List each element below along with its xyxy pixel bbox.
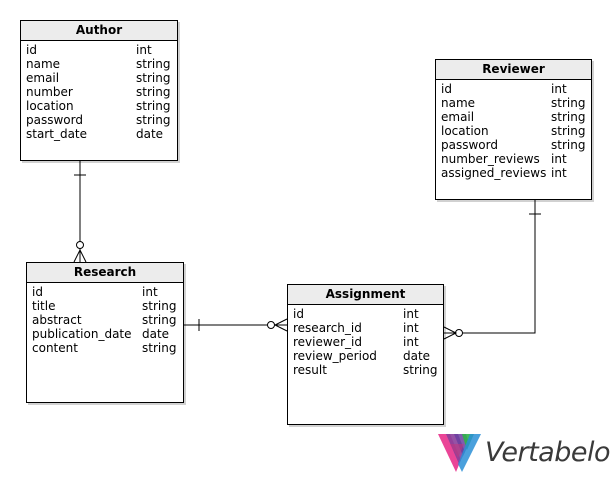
field-row: password string [441, 138, 586, 152]
field-type: string [142, 341, 177, 355]
field-type: string [136, 113, 171, 127]
entity-fields: id int title string abstract string publica… [27, 283, 183, 355]
field-name: email [26, 71, 60, 85]
field-row: start_date date [26, 127, 172, 141]
field-type: string [142, 313, 177, 327]
vertabelo-logo: Vertabelo [436, 432, 611, 476]
field-type: int [403, 335, 419, 349]
field-type: int [403, 307, 419, 321]
many-marker-assignment-left [273, 318, 288, 332]
field-name: id [26, 43, 37, 57]
field-name: name [26, 57, 61, 71]
field-type: string [136, 99, 171, 113]
field-type: int [551, 166, 567, 180]
entity-title: Assignment [288, 285, 443, 305]
field-type: string [551, 138, 586, 152]
entity-fields: id int name string email string number strin… [21, 41, 177, 141]
field-name: result [293, 363, 327, 377]
field-row: result string [293, 363, 438, 377]
entity-fields: id int name string email string location str… [436, 80, 591, 180]
field-name: password [26, 113, 83, 127]
field-row: reviewer_id int [293, 335, 438, 349]
entity-title: Author [21, 21, 177, 41]
field-row: publication_date date [32, 327, 178, 341]
vertabelo-logo-icon [438, 434, 481, 472]
field-row: name string [26, 57, 172, 71]
zero-marker-assignment-right [455, 329, 463, 337]
field-type: string [551, 124, 586, 138]
field-name: location [441, 124, 489, 138]
field-row: location string [441, 124, 586, 138]
many-marker-assignment-right [443, 326, 458, 340]
relationship-reviewer-assignment [444, 199, 536, 334]
field-row: content string [32, 341, 178, 355]
field-row: title string [32, 299, 178, 313]
field-name: content [32, 341, 78, 355]
entity-reviewer[interactable]: Reviewer id int name string email string lo… [435, 59, 592, 200]
zero-marker-research [76, 241, 84, 249]
field-row: email string [441, 110, 586, 124]
field-type: int [551, 152, 567, 166]
field-type: int [136, 43, 152, 57]
entity-author[interactable]: Author id int name string email string numb… [20, 20, 178, 161]
field-name: id [441, 82, 452, 96]
field-row: email string [26, 71, 172, 85]
field-type: string [136, 57, 171, 71]
field-name: publication_date [32, 327, 132, 341]
field-type: string [551, 96, 586, 110]
field-row: id int [26, 43, 172, 57]
field-name: assigned_reviews [441, 166, 547, 180]
vertabelo-logo-text: Vertabelo [485, 437, 611, 468]
field-name: review_period [293, 349, 377, 363]
entity-title: Reviewer [436, 60, 591, 80]
field-type: date [136, 127, 164, 141]
entity-title: Research [27, 263, 183, 283]
field-row: id int [293, 307, 438, 321]
field-row: name string [441, 96, 586, 110]
field-type: date [142, 327, 170, 341]
field-row: research_id int [293, 321, 438, 335]
field-name: number_reviews [441, 152, 540, 166]
field-name: title [32, 299, 56, 313]
field-name: location [26, 99, 74, 113]
field-type: string [403, 363, 438, 377]
field-type: string [136, 85, 171, 99]
field-type: string [142, 299, 177, 313]
field-row: abstract string [32, 313, 178, 327]
field-row: review_period date [293, 349, 438, 363]
field-type: date [403, 349, 431, 363]
entity-research[interactable]: Research id int title string abstract strin… [26, 262, 184, 403]
field-row: id int [441, 82, 586, 96]
field-type: string [136, 71, 171, 85]
field-name: id [293, 307, 304, 321]
zero-marker-assignment-left [267, 321, 275, 329]
field-name: email [441, 110, 475, 124]
field-row: password string [26, 113, 172, 127]
field-type: string [551, 110, 586, 124]
field-name: number [26, 85, 73, 99]
field-name: id [32, 285, 43, 299]
field-name: abstract [32, 313, 82, 327]
field-type: int [142, 285, 158, 299]
field-name: password [441, 138, 498, 152]
field-type: int [403, 321, 419, 335]
field-name: start_date [26, 127, 88, 141]
field-row: number string [26, 85, 172, 99]
many-marker-research [73, 248, 87, 263]
field-row: number_reviews int [441, 152, 586, 166]
field-name: research_id [293, 321, 362, 335]
field-type: int [551, 82, 567, 96]
field-row: assigned_reviews int [441, 166, 586, 180]
field-name: name [441, 96, 476, 110]
field-row: location string [26, 99, 172, 113]
field-row: id int [32, 285, 178, 299]
field-name: reviewer_id [293, 335, 362, 349]
